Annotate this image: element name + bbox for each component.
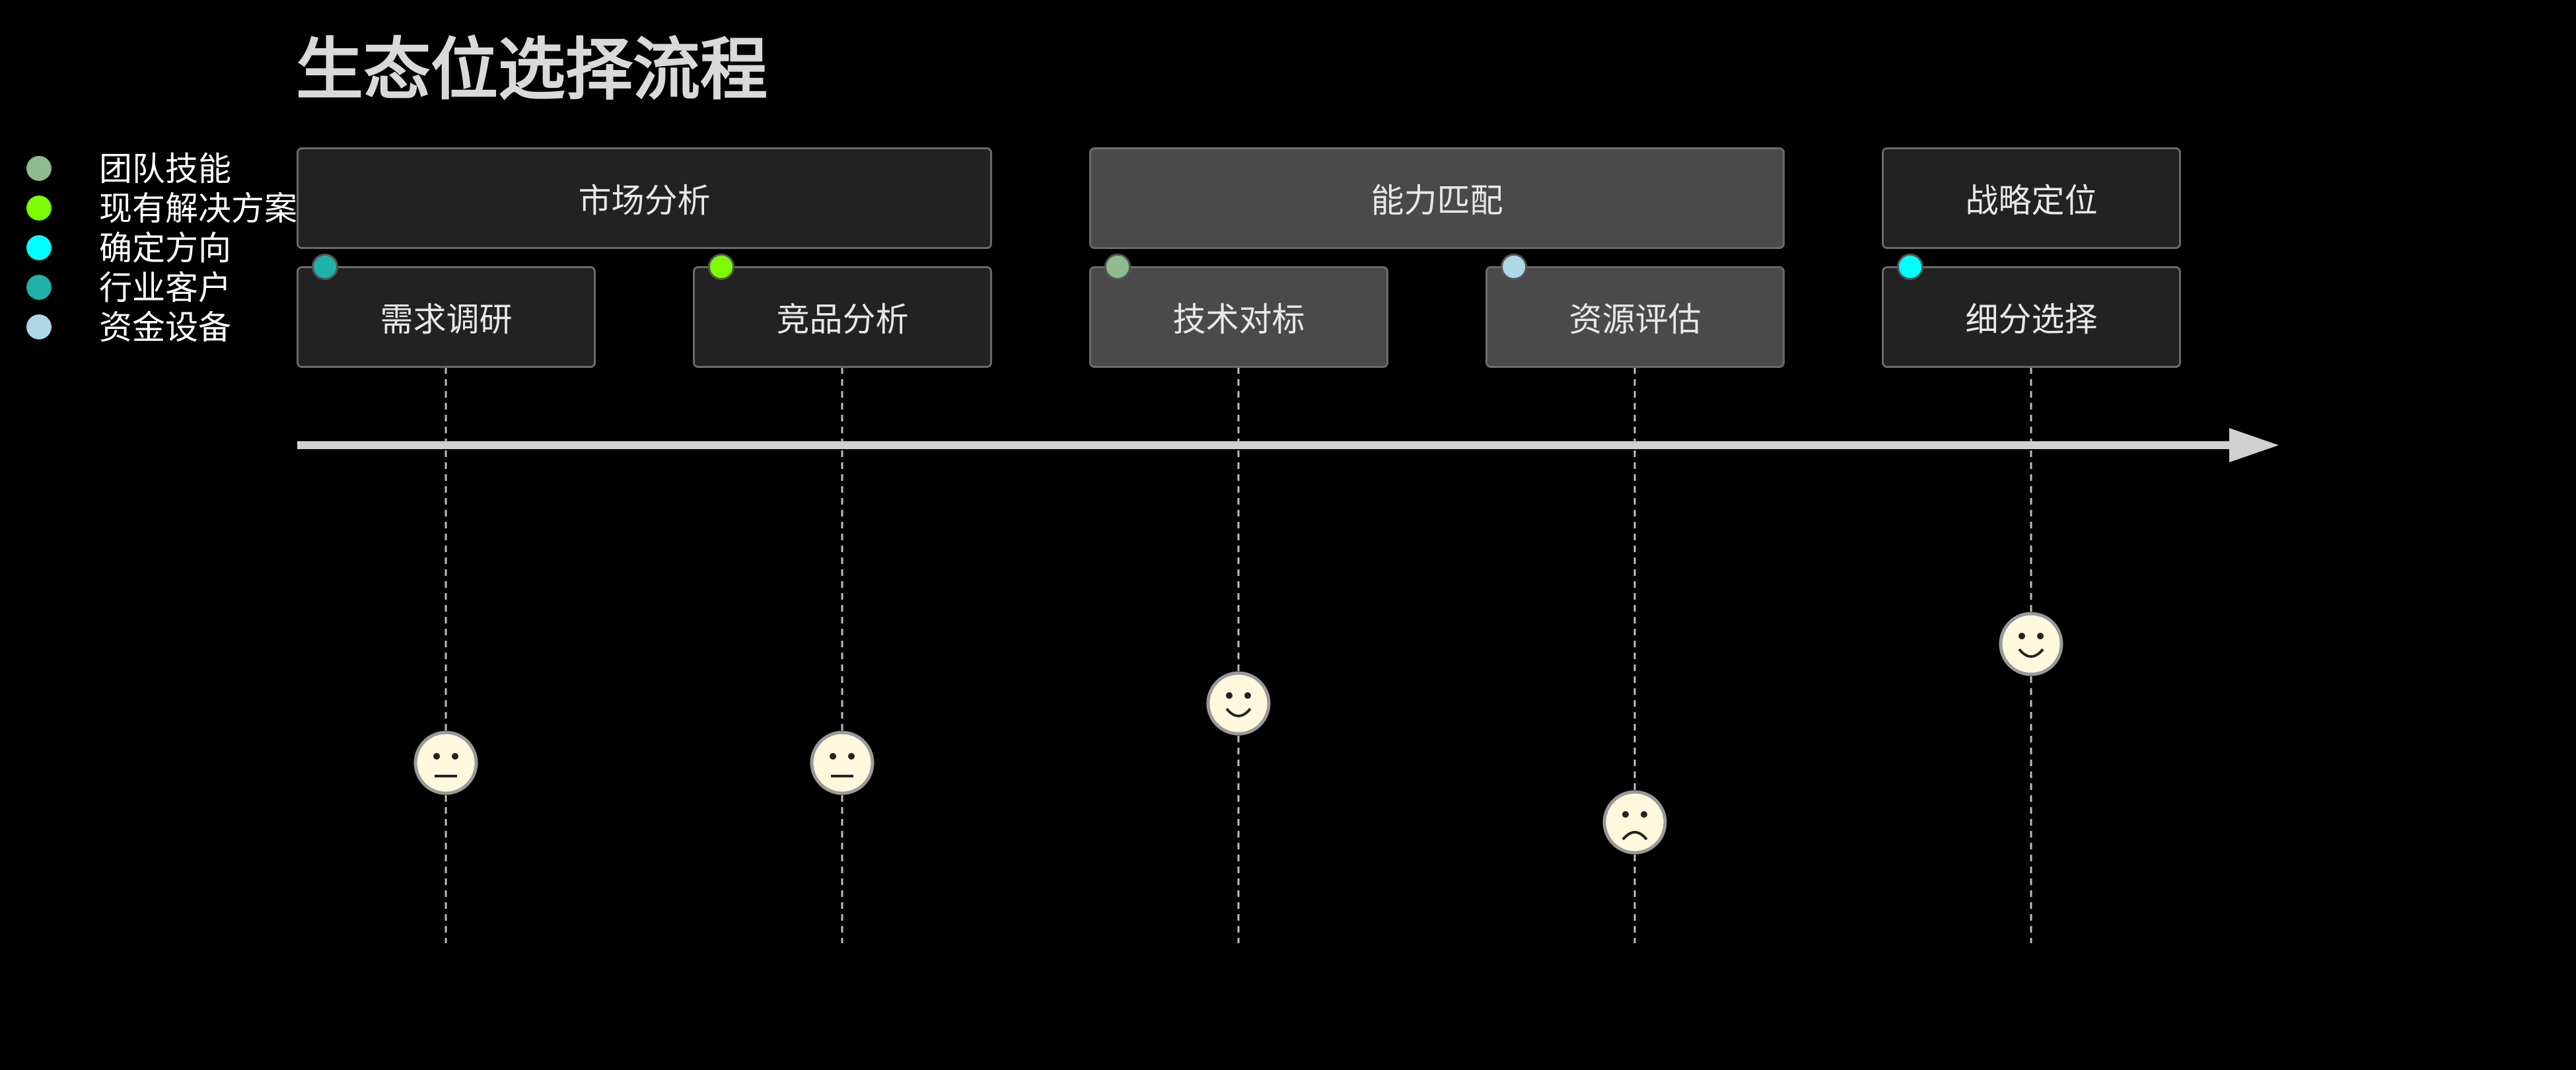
happy-face-icon	[1999, 612, 2063, 676]
task-segment-selection: 细分选择	[1882, 266, 2181, 368]
section-strategic-positioning: 战略定位	[1882, 147, 2181, 249]
task-marker-dot	[1897, 254, 1923, 280]
task-marker-dot	[1104, 254, 1131, 280]
sad-face-icon	[1602, 790, 1667, 855]
task-marker-dot	[1501, 254, 1527, 280]
task-competitor-analysis: 竞品分析	[693, 266, 992, 368]
legend-label-team-skills: 团队技能	[99, 150, 231, 188]
section-capability-match: 能力匹配	[1089, 147, 1785, 249]
legend-dot-existing-solutions	[26, 196, 52, 221]
legend-dot-team-skills	[26, 156, 52, 181]
legend-dot-funding-equipment	[26, 314, 52, 339]
legend-dot-industry-customers	[26, 275, 52, 300]
diagram-title: 生态位选择流程	[296, 31, 768, 110]
neutral-face-icon	[413, 731, 478, 795]
task-resource-assessment: 资源评估	[1485, 266, 1785, 368]
task-tech-benchmark: 技术对标	[1089, 266, 1388, 368]
timeline-arrowhead	[2229, 428, 2279, 462]
legend-label-funding-equipment: 资金设备	[99, 308, 231, 347]
dashed-guides	[445, 367, 2032, 943]
task-marker-dot	[708, 254, 734, 280]
section-market-analysis: 市场分析	[297, 147, 992, 249]
legend-label-industry-customers: 行业客户	[99, 269, 231, 307]
legend-label-existing-solutions: 现有解决方案	[99, 190, 297, 228]
task-demand-research: 需求调研	[297, 266, 596, 368]
neutral-face-icon	[810, 731, 875, 795]
legend-dot-direction	[26, 235, 52, 260]
happy-face-icon	[1206, 671, 1271, 736]
task-marker-dot	[312, 254, 338, 280]
legend-label-direction: 确定方向	[99, 229, 231, 268]
